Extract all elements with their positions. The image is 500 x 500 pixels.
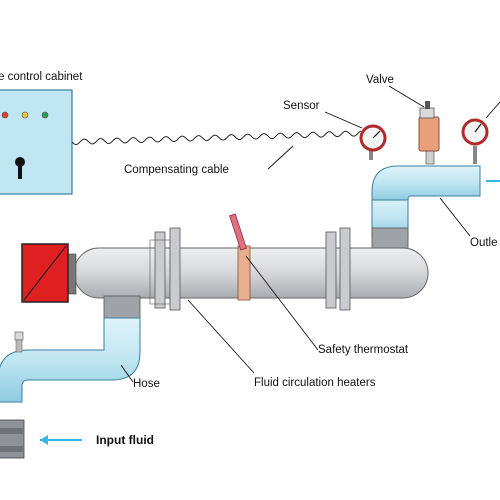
fluid-heaters-leader xyxy=(187,299,255,374)
outlet-leader xyxy=(439,197,471,237)
valve xyxy=(418,101,440,165)
safety-thermostat xyxy=(229,213,251,301)
compensating-cable-label: Compensating cable xyxy=(124,164,229,176)
sensor-label: Sensor xyxy=(283,100,320,112)
sensor xyxy=(359,124,387,160)
compensating-cable-leader xyxy=(267,145,294,170)
valve-label: Valve xyxy=(366,74,394,86)
terminal-box xyxy=(21,243,77,303)
valve-leader xyxy=(388,85,425,108)
compensating-cable xyxy=(71,130,362,145)
safety-thermostat-label: Safety thermostat xyxy=(318,344,409,356)
outlet-gauge xyxy=(461,118,489,164)
gauge-icon xyxy=(359,124,387,152)
indicator-light-yellow xyxy=(21,111,29,119)
keyhole-icon xyxy=(15,157,25,179)
inlet-hose xyxy=(0,295,141,403)
outlet-pipe xyxy=(371,165,481,251)
safety-thermostat-leader xyxy=(245,255,319,351)
hose-label: Hose xyxy=(133,378,160,390)
cabinet-label: e control cabinet xyxy=(0,71,83,83)
indicator-light-red xyxy=(1,111,9,119)
fluid-circulation-heater xyxy=(73,227,429,311)
control-cabinet xyxy=(0,89,73,195)
gauge-icon xyxy=(461,118,489,146)
outlet-gauge-leader xyxy=(485,101,500,119)
input-fluid-label: Input fluid xyxy=(96,433,154,447)
hose-valve xyxy=(14,331,24,353)
inlet-valve xyxy=(0,419,25,459)
indicator-light-green xyxy=(41,111,49,119)
fluid-heaters-label: Fluid circulation heaters xyxy=(254,377,376,389)
outlet-label: Outle xyxy=(470,237,498,249)
arrow-right-icon xyxy=(40,435,82,445)
hose-leader xyxy=(120,364,134,383)
sensor-leader xyxy=(324,111,363,129)
